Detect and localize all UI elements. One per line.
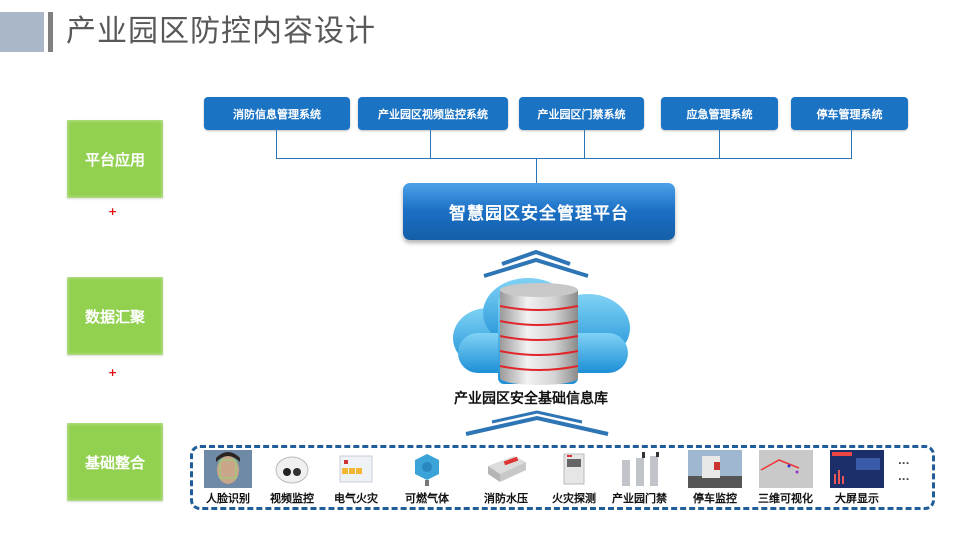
platform-box: 智慧园区安全管理平台: [403, 183, 675, 240]
parking-booth-icon: [688, 450, 742, 488]
device-electrical-fire: 电气火灾: [332, 450, 380, 506]
connector-plus: +: [108, 205, 118, 218]
more-indicator: ...: [898, 456, 910, 467]
device-face-recognition: 人脸识别: [204, 450, 252, 506]
system-fire-info: 消防信息管理系统: [204, 97, 350, 130]
page-title: 产业园区防控内容设计: [66, 14, 376, 49]
dome-camera-icon: [275, 456, 309, 484]
database-label: 产业园区安全基础信息库: [454, 391, 608, 407]
title-accent-block: [0, 12, 44, 52]
title-accent-bar: [48, 12, 53, 52]
device-video-surveillance: 视频监控: [268, 450, 316, 506]
connector-line: [276, 130, 277, 158]
device-group-frame: [190, 445, 935, 510]
device-parking-monitor: 停车监控: [688, 450, 742, 506]
dashboard-screen-icon: [830, 450, 884, 488]
device-big-screen: 大屏显示: [830, 450, 884, 506]
system-video-surveillance: 产业园区视频监控系统: [358, 97, 508, 130]
connector-line: [430, 130, 431, 158]
connector-plus: +: [108, 366, 118, 379]
system-access-control: 产业园区门禁系统: [519, 97, 644, 130]
layer-data-aggregation: 数据汇聚: [67, 277, 163, 355]
device-combustible-gas: 可燃气体: [403, 450, 451, 506]
up-chevron-icon: [483, 250, 589, 278]
cloud-database-icon: [453, 278, 630, 385]
connector-line: [536, 158, 537, 184]
system-emergency: 应急管理系统: [661, 97, 778, 130]
fire-detector-panel-icon: [563, 453, 585, 485]
layer-basic-integration: 基础整合: [67, 423, 163, 501]
3d-visualization-icon: [758, 450, 813, 488]
more-indicator: ...: [898, 472, 910, 483]
device-3d-visualization: 三维可视化: [758, 450, 813, 506]
electrical-panel-icon: [339, 455, 373, 483]
connector-line: [719, 130, 720, 158]
up-chevron-icon: [465, 410, 609, 436]
connector-line: [851, 130, 852, 158]
water-pressure-sensor-icon: [488, 456, 526, 482]
system-parking: 停车管理系统: [791, 97, 908, 130]
connector-bus: [276, 158, 852, 159]
connector-line: [584, 130, 585, 158]
device-park-access: 产业园门禁: [612, 450, 667, 506]
device-fire-water-pressure: 消防水压: [482, 450, 530, 506]
turnstile-gate-icon: [621, 452, 659, 486]
layer-platform-application: 平台应用: [67, 120, 163, 198]
device-fire-detection: 火灾探测: [550, 450, 598, 506]
face-recognition-icon: [204, 450, 252, 488]
gas-detector-icon: [415, 454, 439, 486]
